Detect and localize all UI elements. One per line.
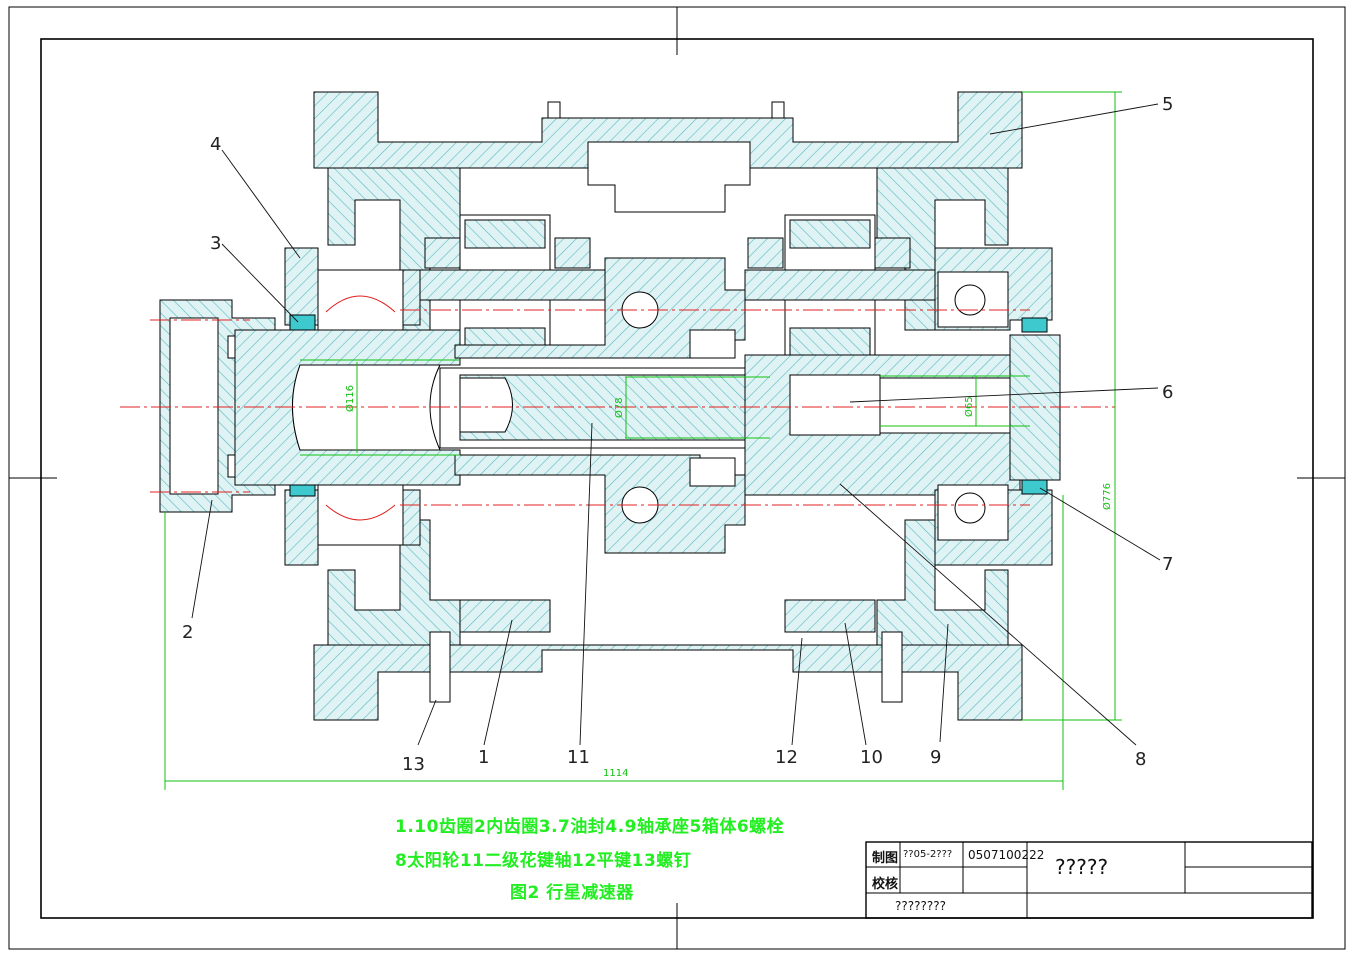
legend-line-1: 1.10齿圈2内齿圈3.7油封4.9轴承座5箱体6螺栓 xyxy=(395,817,785,837)
leader-lines xyxy=(191,103,1161,746)
dim-d116: Ø116 xyxy=(344,385,356,412)
dim-d78: Ø78 xyxy=(613,397,625,418)
title-block xyxy=(865,841,1313,919)
label-3: 3 xyxy=(210,233,221,254)
part-labels: 1 2 3 4 5 6 7 8 9 10 11 12 13 xyxy=(182,94,1173,775)
right-bearing-seat xyxy=(934,247,1061,566)
label-8: 8 xyxy=(1135,749,1146,770)
figure-caption: 图2 行星减速器 xyxy=(510,883,634,903)
dim-1114: 1114 xyxy=(603,768,628,779)
label-5: 5 xyxy=(1162,94,1173,115)
drawn-value: ??05-2??? xyxy=(903,849,953,860)
label-6: 6 xyxy=(1162,382,1173,403)
legend-line-2: 8太阳轮11二级花键轴12平键13螺钉 xyxy=(395,851,692,871)
label-2: 2 xyxy=(182,622,193,643)
dim-d776: Ø776 xyxy=(1101,483,1113,510)
label-1: 1 xyxy=(478,747,489,768)
label-11: 11 xyxy=(567,747,590,768)
check-label: 校核 xyxy=(872,877,899,892)
drawn-label: 制图 xyxy=(872,851,899,866)
drawing-title: ????? xyxy=(1055,855,1109,879)
drawing-id: 0507100222 xyxy=(968,848,1045,862)
spline-shaft xyxy=(439,367,781,449)
label-9: 9 xyxy=(930,747,941,768)
dim-d65: Ø65 xyxy=(963,396,975,417)
input-shaft xyxy=(234,329,461,486)
center-lines xyxy=(120,309,1115,506)
label-12: 12 xyxy=(775,747,798,768)
label-13: 13 xyxy=(402,754,425,775)
label-4: 4 xyxy=(210,134,221,155)
dimension-texts: Ø116 Ø78 Ø65 Ø776 1114 xyxy=(344,385,1113,779)
sheet-border xyxy=(8,6,1346,950)
dimension-lines xyxy=(164,91,1122,790)
label-10: 10 xyxy=(860,747,883,768)
right-gear-stage xyxy=(744,214,1026,633)
screws xyxy=(429,631,903,703)
left-bearing-seat xyxy=(284,247,421,566)
title-block-bottom: ???????? xyxy=(895,899,946,913)
label-7: 7 xyxy=(1162,554,1173,575)
